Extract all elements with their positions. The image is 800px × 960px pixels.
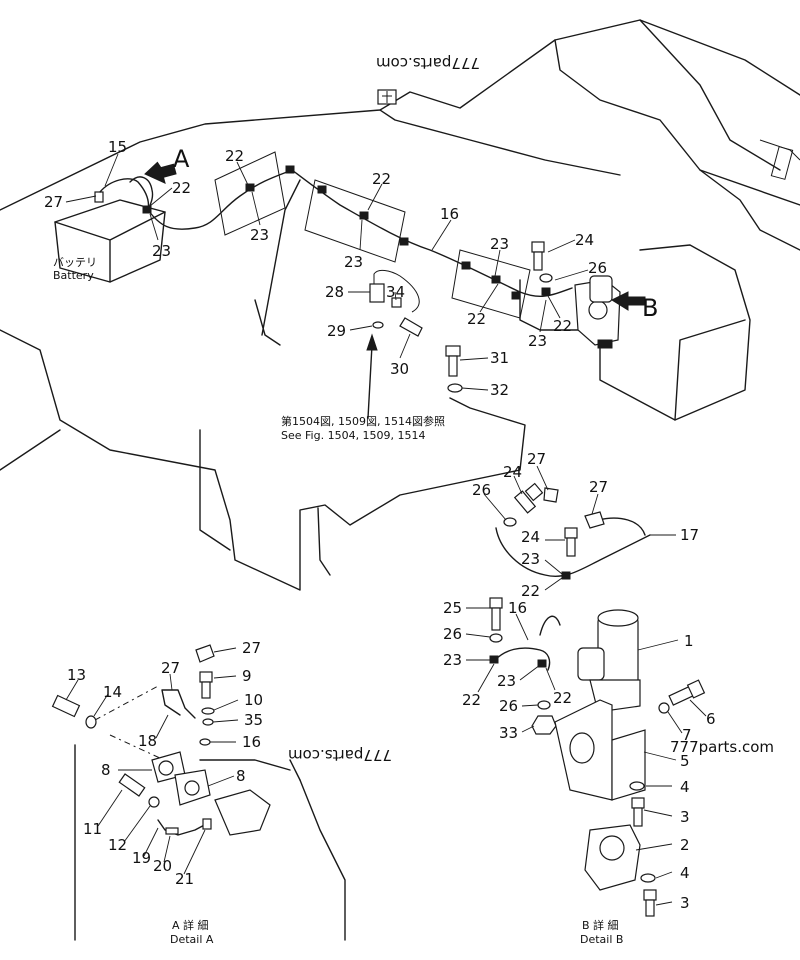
callout-number: 19 [132, 849, 151, 867]
callout-number: 1 [684, 632, 694, 650]
detail-b-label-en: Detail B [580, 933, 623, 946]
callout-number: 13 [67, 666, 86, 684]
callout-number: 22 [521, 582, 540, 600]
watermark-detail-a: 777parts.com [288, 746, 392, 764]
callout-number: 24 [503, 463, 522, 481]
callout-number: 26 [499, 697, 518, 715]
callout-number: 22 [172, 179, 191, 197]
battery-label-jp: バッテリ [53, 256, 97, 269]
callout-number: 30 [390, 360, 409, 378]
main-hardware [366, 241, 553, 419]
detail-a-assembly [51, 644, 346, 941]
callout-number: 23 [443, 651, 462, 669]
callout-number: 26 [472, 481, 491, 499]
detail-a-label-jp: A 詳 細 [172, 918, 209, 932]
main-callouts: 15 27 22 23 22 23 22 23 16 23 22 24 26 2… [44, 138, 607, 399]
callout-number: 3 [680, 808, 690, 826]
detail-a-label-en: Detail A [170, 933, 214, 946]
callout-number: 27 [161, 659, 180, 677]
battery-label-en: Battery [53, 269, 94, 282]
callout-number: 4 [680, 778, 690, 796]
leader-lines [65, 153, 707, 906]
callout-number: 16 [242, 733, 261, 751]
arrow-a-label: A [173, 145, 190, 173]
callout-number: 20 [153, 857, 172, 875]
callout-number: 27 [242, 639, 261, 657]
callout-number: 7 [682, 726, 692, 744]
callout-number: 21 [175, 870, 194, 888]
detail-b-assembly [489, 482, 706, 917]
callout-number: 35 [244, 711, 263, 729]
reference-label-en: See Fig. 1504, 1509, 1514 [281, 429, 426, 442]
callout-number: 3 [680, 894, 690, 912]
callout-number: 23 [490, 235, 509, 253]
callout-number: 26 [443, 625, 462, 643]
reference-label-jp: 第1504図, 1509図, 1514図参照 [281, 414, 445, 428]
callout-number: 22 [553, 689, 572, 707]
callout-number: 18 [138, 732, 157, 750]
callout-number: 8 [236, 767, 246, 785]
callout-number: 26 [588, 259, 607, 277]
wiring-harness [99, 151, 573, 319]
callout-number: 4 [680, 864, 690, 882]
callout-number: 34 [386, 283, 405, 301]
callout-number: 27 [527, 450, 546, 468]
callout-number: 22 [467, 310, 486, 328]
callout-number: 22 [553, 317, 572, 335]
callout-number: 12 [108, 836, 127, 854]
callout-number: 11 [83, 820, 102, 838]
callout-number: 16 [508, 599, 527, 617]
callout-number: 23 [497, 672, 516, 690]
callout-number: 23 [521, 550, 540, 568]
callout-number: 23 [528, 332, 547, 350]
callout-number: 8 [101, 761, 111, 779]
watermark-top: 777parts.com [376, 54, 480, 72]
starter-assembly-main [574, 275, 621, 349]
detail-b-label-jp: B 詳 細 [582, 918, 619, 932]
callout-number: 27 [44, 193, 63, 211]
callout-number: 22 [225, 147, 244, 165]
callout-number: 6 [706, 710, 716, 728]
callout-number: 10 [244, 691, 263, 709]
callout-number: 17 [680, 526, 699, 544]
detail-b-callouts: 27 24 26 27 17 24 23 22 25 16 26 23 23 2… [443, 450, 716, 912]
callout-number: 29 [327, 322, 346, 340]
callout-number: 23 [250, 226, 269, 244]
callout-number: 27 [589, 478, 608, 496]
callout-number: 24 [575, 231, 594, 249]
view-arrows [144, 161, 646, 311]
callout-number: 22 [462, 691, 481, 709]
callout-number: 32 [490, 381, 509, 399]
battery-outline [54, 191, 166, 283]
callout-number: 25 [443, 599, 462, 617]
callout-number: 23 [344, 253, 363, 271]
callout-number: 23 [152, 242, 171, 260]
callout-number: 16 [440, 205, 459, 223]
machine-outline [0, 19, 800, 591]
watermark-detail-b: 777parts.com [670, 738, 774, 756]
callout-number: 33 [499, 724, 518, 742]
callout-number: 14 [103, 683, 122, 701]
callout-number: 28 [325, 283, 344, 301]
callout-number: 15 [108, 138, 127, 156]
callout-number: 9 [242, 667, 252, 685]
arrow-b-label: B [642, 294, 658, 322]
callout-number: 31 [490, 349, 509, 367]
callout-number: 5 [680, 752, 690, 770]
callout-number: 2 [680, 836, 690, 854]
callout-number: 24 [521, 528, 540, 546]
callout-number: 22 [372, 170, 391, 188]
detail-a-callouts: 27 9 10 35 16 13 14 18 27 8 8 11 12 19 2… [67, 639, 263, 888]
